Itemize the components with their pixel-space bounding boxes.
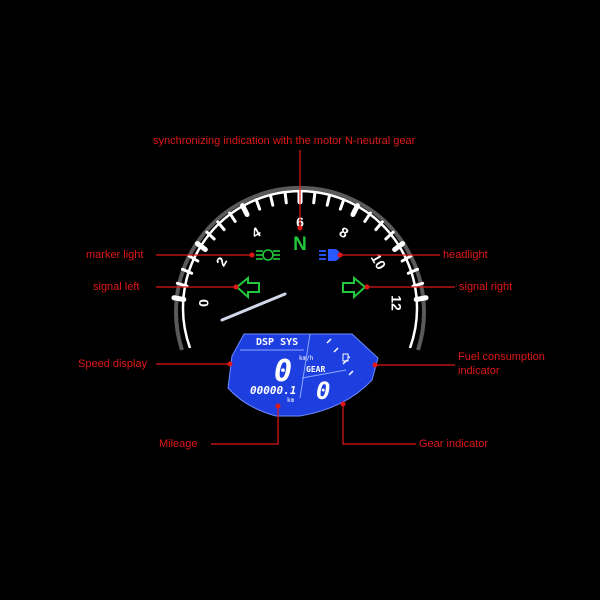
label-fuel-line2: indicator [458,365,500,377]
tick-mark [228,211,237,223]
tick-mark [175,281,189,288]
tick-marks [171,189,429,303]
lcd-panel [227,333,379,417]
tick-mark [406,267,420,275]
tick-mark [338,198,346,211]
label-signal-left: signal left [93,281,140,293]
label-headlight: headlight [443,249,488,261]
tick-mark [205,230,216,241]
tick-mark [374,220,384,232]
lcd-divider-gear [301,369,347,379]
tick-mark [413,295,429,303]
tick-label: 12 [389,295,405,311]
speed-unit: km/h [299,355,314,362]
callout-dots [227,225,378,409]
callout-lines [156,150,455,445]
label-neutral-sync: synchronizing indication with the motor … [153,135,416,147]
tick-mark [254,198,262,211]
tick-mark [325,193,332,207]
tick-mark [171,295,187,303]
headlight-icon [319,249,340,261]
gear-label: GEAR [306,365,325,374]
odometer-unit: km [287,397,295,404]
tick-label: 10 [368,251,390,273]
tick-mark [312,191,317,205]
odometer-value: 00000.1 [250,384,296,397]
tick-mark [180,267,194,275]
neutral-indicator: N [293,234,307,255]
tick-mark [216,220,226,232]
tick-mark [363,211,372,223]
label-gear-indicator: Gear indicator [419,438,489,450]
marker-light-icon [256,249,280,261]
label-speed-display: Speed display [78,358,148,370]
label-marker-light: marker light [86,249,144,261]
lcd-mode-label: DSP SYS [256,337,298,348]
lcd-divider [299,333,311,399]
arrow-left-icon [235,275,260,300]
gear-value: 0 [316,377,330,405]
speed-value: 0 [274,354,292,389]
tick-mark [194,241,208,253]
tick-mark [384,230,395,241]
tick-mark [283,191,288,205]
tick-mark [350,203,360,218]
fuel-gauge-bars [326,338,354,376]
label-signal-right: signal right [459,281,513,293]
label-mileage: Mileage [159,438,198,450]
tick-mark [240,203,250,218]
tick-mark [411,281,425,288]
label-fuel-line1: Fuel consumption [458,351,545,363]
tick-label: 0 [195,299,211,307]
tick-mark [268,193,275,207]
arrow-right-icon [342,275,367,300]
tick-mark [392,241,406,253]
tachometer-needle [220,292,287,322]
tick-mark [187,254,200,263]
tick-mark [400,254,413,263]
